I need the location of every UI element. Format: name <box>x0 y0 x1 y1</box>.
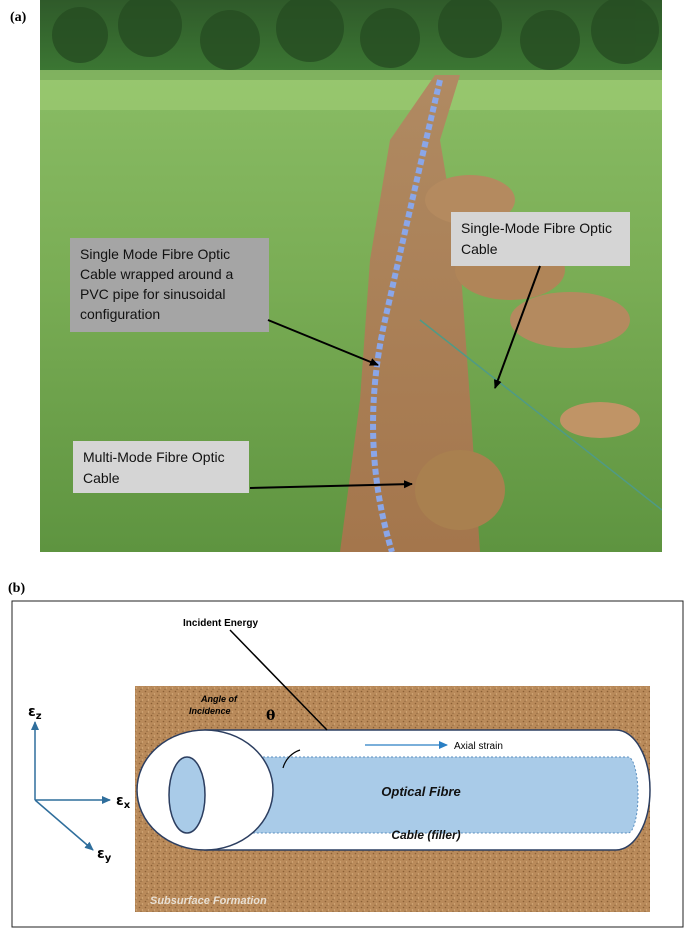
subsurface-formation-label: Subsurface Formation <box>150 895 267 907</box>
callout-single-mode-wrapped: Single Mode Fibre Optic Cable wrapped ar… <box>70 238 269 332</box>
incident-energy-line <box>229 629 328 731</box>
epsilon-x-label: εx <box>116 793 131 811</box>
callout-single-mode: Single-Mode Fibre Optic Cable <box>451 212 630 266</box>
incident-energy-label: Incident Energy <box>183 618 258 629</box>
panel-b-frame <box>11 600 684 928</box>
angle-of-incidence-label-line1: Angle of <box>200 694 238 704</box>
axial-strain-label: Axial strain <box>454 741 503 752</box>
arrow-multi-mode <box>249 480 413 489</box>
optical-fibre-label: Optical Fibre <box>381 784 460 799</box>
theta-label: θ <box>266 708 275 724</box>
y-axis <box>34 799 94 851</box>
epsilon-y-label: εy <box>97 846 112 864</box>
optical-fibre <box>186 756 639 834</box>
arrow-single-mode-wrapped <box>267 319 379 366</box>
panel-b-label: (b) <box>8 581 26 596</box>
arrow-single-mode <box>494 265 541 389</box>
panel-a-label: (a) <box>10 10 27 25</box>
cable-filler-label: Cable (filler) <box>391 828 460 842</box>
callout-multi-mode: Multi-Mode Fibre Optic Cable <box>73 441 249 493</box>
fibre-end-face <box>168 756 206 834</box>
epsilon-z-label: εz <box>28 704 42 722</box>
angle-arc <box>282 749 301 769</box>
angle-of-incidence-label-line2: Incidence <box>189 706 231 716</box>
